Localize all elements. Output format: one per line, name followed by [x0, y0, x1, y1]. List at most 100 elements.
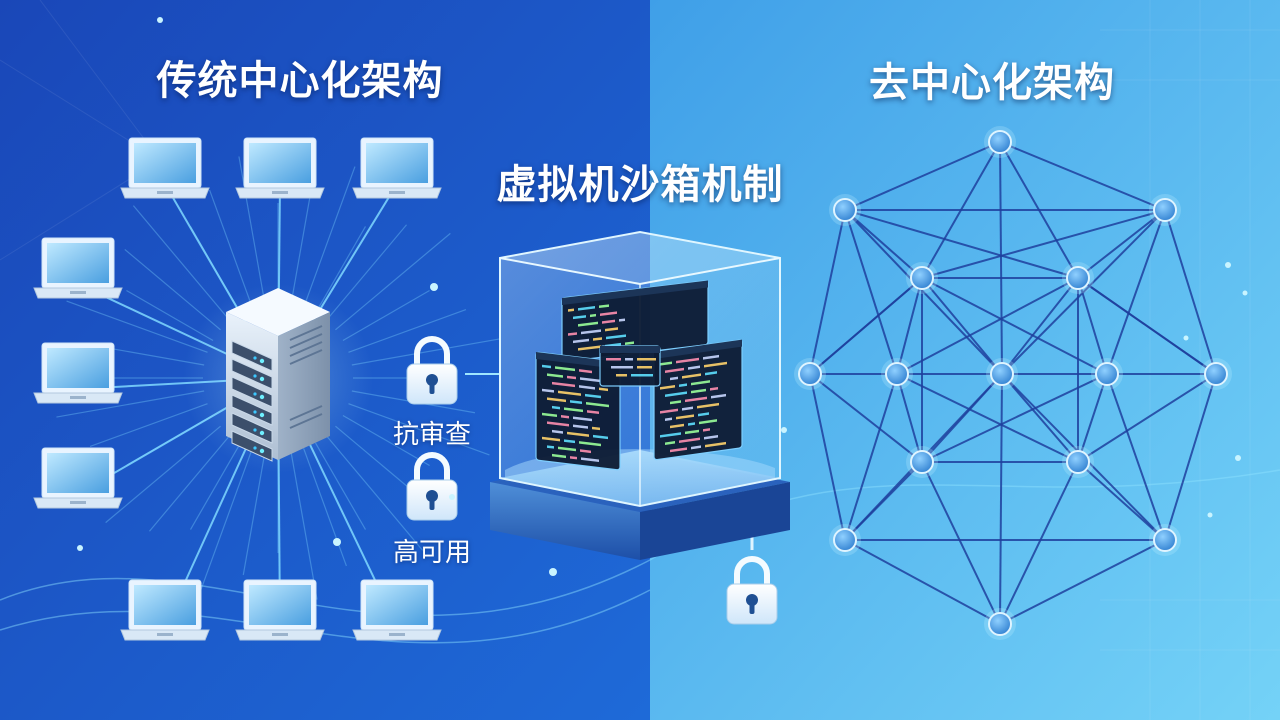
code-window-icon [561, 280, 709, 363]
radiating-ray [335, 232, 451, 331]
mesh-edge [896, 373, 1079, 463]
mesh-edge [921, 277, 1003, 375]
mesh-node-icon [906, 446, 938, 478]
mesh-node-icon [986, 358, 1018, 390]
glass-cube-sandbox-icon [490, 230, 790, 560]
radiating-ray [303, 166, 356, 308]
mesh-node-icon [1062, 446, 1094, 478]
mesh-edge [921, 373, 1108, 463]
mesh-edge [844, 141, 1001, 211]
mesh-edge [1001, 277, 1079, 375]
server-icon [183, 283, 373, 473]
radiating-ray [303, 448, 347, 567]
radiating-ray [290, 180, 314, 305]
mesh-edge [1077, 209, 1166, 279]
mesh-edge [809, 373, 923, 463]
mesh-node-icon [829, 194, 861, 226]
mesh-edge [999, 141, 1166, 211]
mesh-edge [1106, 373, 1166, 541]
radiating-ray [351, 338, 500, 366]
mesh-node-icon [1062, 262, 1094, 294]
code-window-icon [599, 345, 661, 387]
center-title: 虚拟机沙箱机制 [496, 162, 784, 208]
code-window-icon [535, 351, 621, 471]
mesh-node-icon [984, 608, 1016, 640]
radiating-ray [325, 224, 408, 321]
mesh-edge [1106, 209, 1166, 375]
mesh-edge [1164, 209, 1217, 375]
lock-label-availability: 高可用 [392, 538, 472, 568]
mesh-node-icon [906, 262, 938, 294]
mesh-edge [999, 373, 1003, 625]
right-title: 去中心化架构 [869, 60, 1115, 106]
lock-icon [406, 452, 458, 521]
radiating-ray [148, 435, 231, 532]
laptop-group [33, 137, 442, 641]
radiating-ray [238, 156, 266, 305]
mesh-edge [896, 277, 1079, 375]
radiating-ray [325, 435, 424, 551]
laptop-icon [352, 579, 442, 641]
mesh-edge [809, 373, 846, 541]
lock-icon [726, 556, 778, 625]
left-title: 传统中心化架构 [156, 58, 444, 104]
mesh-edge [844, 209, 898, 375]
radiating-ray [348, 309, 467, 353]
mesh-edge [1077, 461, 1166, 541]
radiating-ray [200, 448, 253, 590]
laptop-icon [120, 137, 210, 199]
mesh-edge [999, 141, 1003, 375]
mesh-edge [844, 209, 923, 279]
mesh-node-icon [984, 126, 1016, 158]
radiating-ray [66, 300, 208, 353]
radiating-ray [290, 451, 318, 600]
radiating-ray [132, 205, 231, 321]
laptop-icon [33, 447, 123, 509]
mesh-edge [1001, 209, 1166, 375]
mesh-node-icon [1149, 524, 1181, 556]
mesh-edge [844, 209, 1003, 375]
mesh-node-group [794, 126, 1232, 640]
laptop-icon [33, 237, 123, 299]
radiating-ray [242, 451, 266, 576]
mesh-node-icon [794, 358, 826, 390]
sparkle-dots [77, 17, 1248, 576]
radiating-ray [124, 248, 221, 331]
laptop-icon [120, 579, 210, 641]
mesh-node-icon [1091, 358, 1123, 390]
radiating-ray [105, 425, 221, 524]
mesh-node-icon [1149, 194, 1181, 226]
radiating-ray [56, 390, 205, 418]
laptop-icon [352, 137, 442, 199]
mesh-edge [1001, 373, 1079, 463]
mesh-edge [809, 209, 846, 375]
mesh-edge [921, 461, 1001, 625]
mesh-edge [921, 209, 1166, 279]
laptop-icon [235, 579, 325, 641]
laptop-icon [235, 137, 325, 199]
mesh-edge-group [809, 141, 1217, 625]
lock-label-censorship: 抗审查 [392, 420, 472, 450]
mesh-edge [844, 209, 1079, 279]
mesh-node-icon [881, 358, 913, 390]
mesh-edge [1164, 373, 1217, 541]
mesh-edge [921, 277, 1108, 375]
mesh-node-icon [1200, 358, 1232, 390]
laptop-icon [33, 342, 123, 404]
radiating-ray [89, 403, 208, 447]
mesh-edge [1077, 373, 1108, 463]
radiating-ray [209, 189, 253, 308]
mesh-edge [844, 539, 1001, 625]
mesh-node-icon [829, 524, 861, 556]
mesh-edge [844, 373, 898, 541]
mesh-edge [1077, 277, 1217, 375]
mesh-edge [896, 277, 923, 375]
mesh-edge [896, 373, 923, 463]
radiating-ray [348, 403, 490, 456]
code-window-icon [653, 339, 743, 461]
mesh-edge [999, 539, 1166, 625]
mesh-edge [999, 461, 1079, 625]
lock-icon [406, 336, 458, 405]
